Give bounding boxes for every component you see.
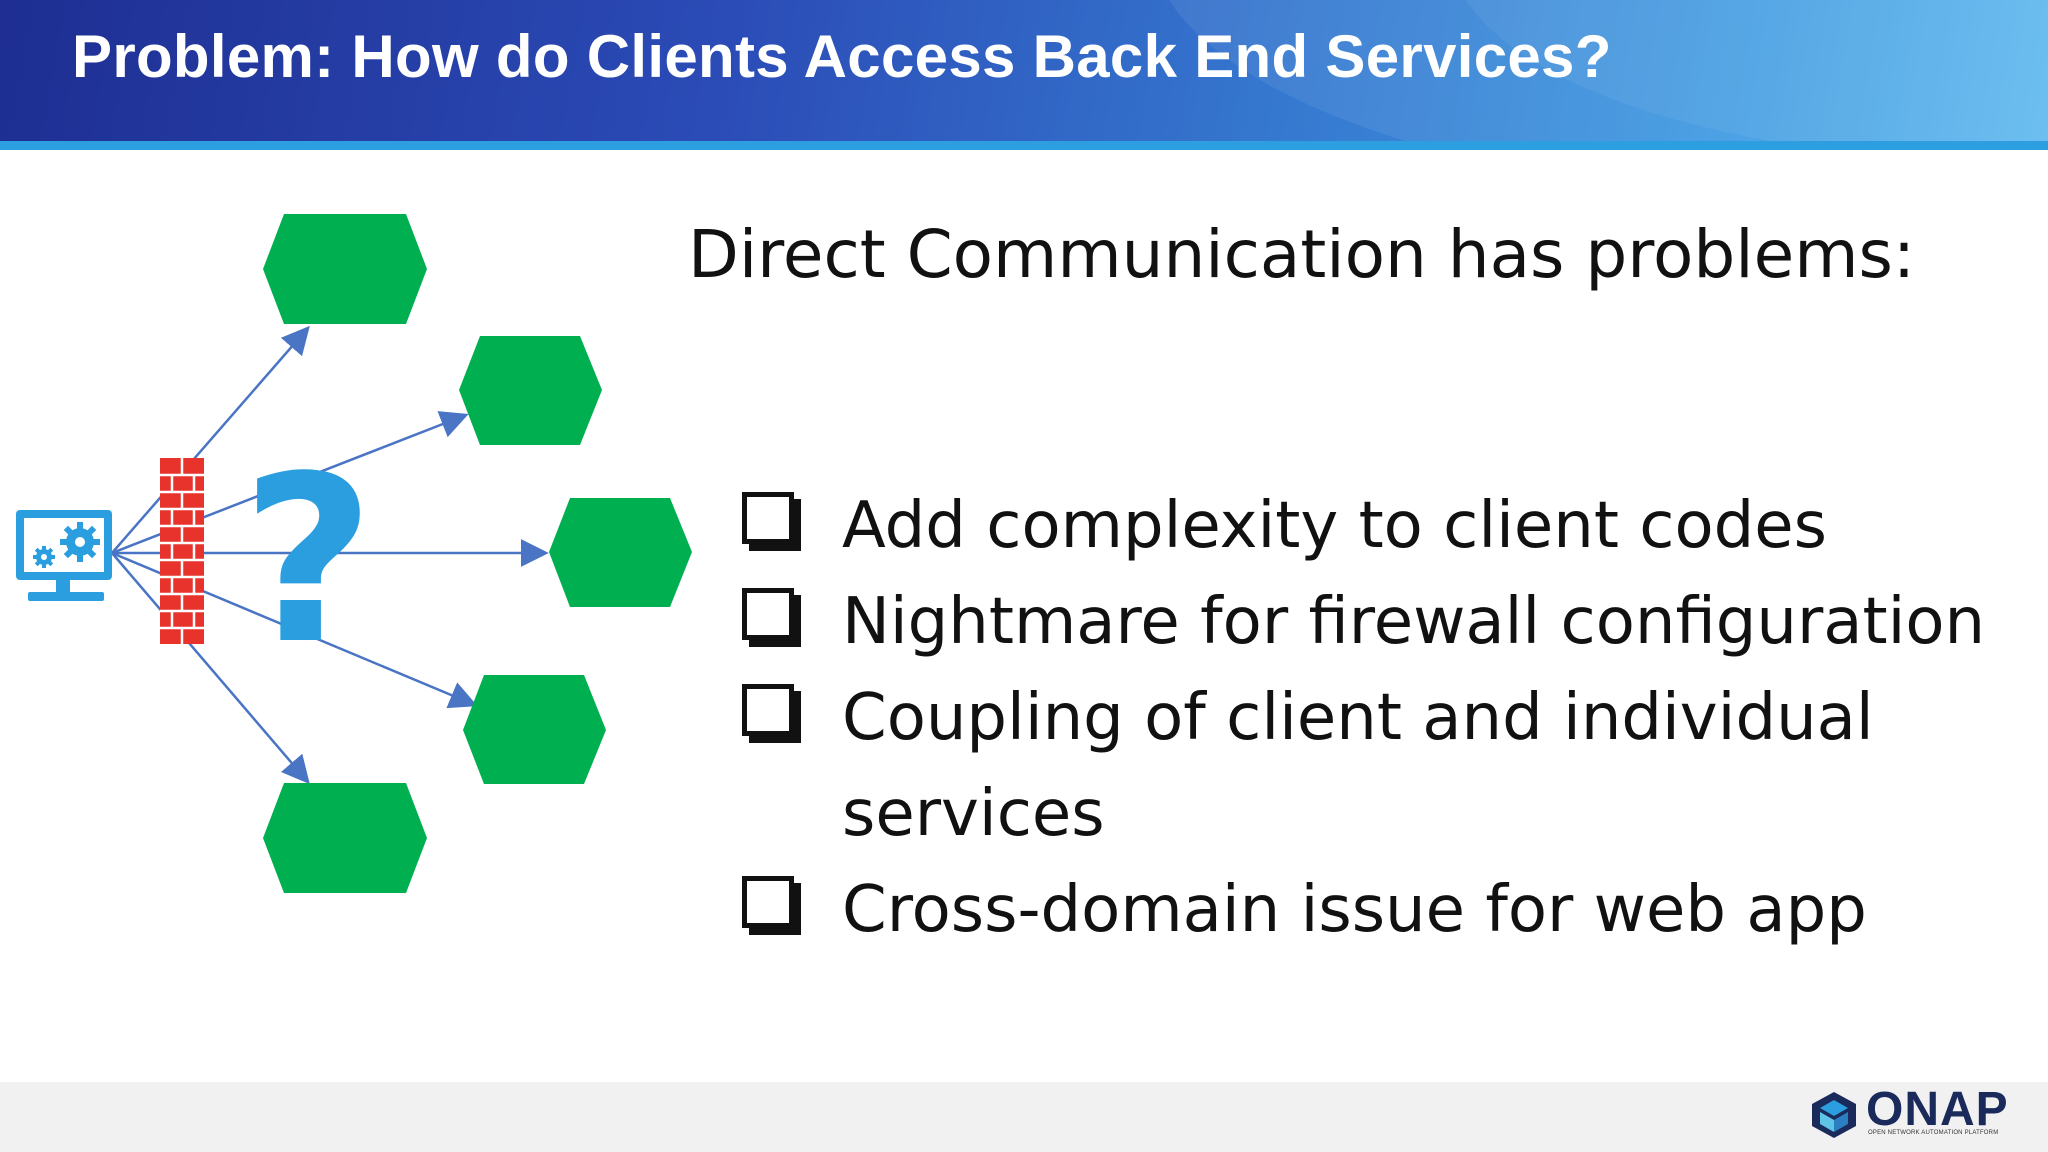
gear-icon — [33, 546, 55, 568]
service-hexagon — [459, 336, 602, 445]
checkbox-bullet-icon — [742, 876, 794, 928]
checkbox-bullet-icon — [742, 684, 794, 736]
service-hexagon — [463, 675, 606, 784]
footer-bar — [0, 1082, 2048, 1152]
header-divider — [0, 141, 2048, 150]
checkbox-bullet-icon — [742, 588, 794, 640]
list-item: Add complexity to client codes — [742, 478, 2022, 574]
firewall-icon — [160, 458, 204, 644]
logo-tagline: OPEN NETWORK AUTOMATION PLATFORM — [1868, 1130, 1999, 1136]
backend-services — [263, 214, 692, 893]
subheading: Direct Communication has problems: — [688, 216, 1916, 293]
checkbox-bullet-icon — [742, 492, 794, 544]
list-item-text: Cross-domain issue for web app — [842, 873, 1867, 947]
list-item-text: Nightmare for firewall configuration — [842, 585, 1986, 659]
list-item: Cross-domain issue for web app — [742, 862, 2022, 958]
logo-wordmark: ONAP — [1866, 1083, 2009, 1136]
service-hexagon — [549, 498, 692, 607]
service-hexagon — [263, 783, 427, 893]
slide-title: Problem: How do Clients Access Back End … — [72, 23, 1612, 90]
arrow-to-service-1 — [111, 325, 310, 554]
client-monitor-icon — [16, 510, 112, 601]
direct-communication-diagram: ? — [16, 214, 692, 893]
list-item: Nightmare for firewall configuration — [742, 574, 2022, 670]
arrow-to-service-5 — [111, 552, 310, 785]
gear-icon — [60, 522, 100, 562]
title-bar: Problem: How do Clients Access Back End … — [0, 0, 2048, 141]
problem-list: Add complexity to client codes Nightmare… — [742, 478, 2022, 958]
question-mark-icon: ? — [241, 428, 374, 695]
onap-logo: ONAP OPEN NETWORK AUTOMATION PLATFORM — [1808, 1083, 2018, 1140]
onap-logo-mark-icon — [1812, 1092, 1856, 1138]
list-item-text: Coupling of client and individual servic… — [842, 681, 1874, 851]
list-item-text: Add complexity to client codes — [842, 489, 1827, 563]
list-item: Coupling of client and individual servic… — [742, 670, 2022, 862]
service-hexagon — [263, 214, 427, 324]
